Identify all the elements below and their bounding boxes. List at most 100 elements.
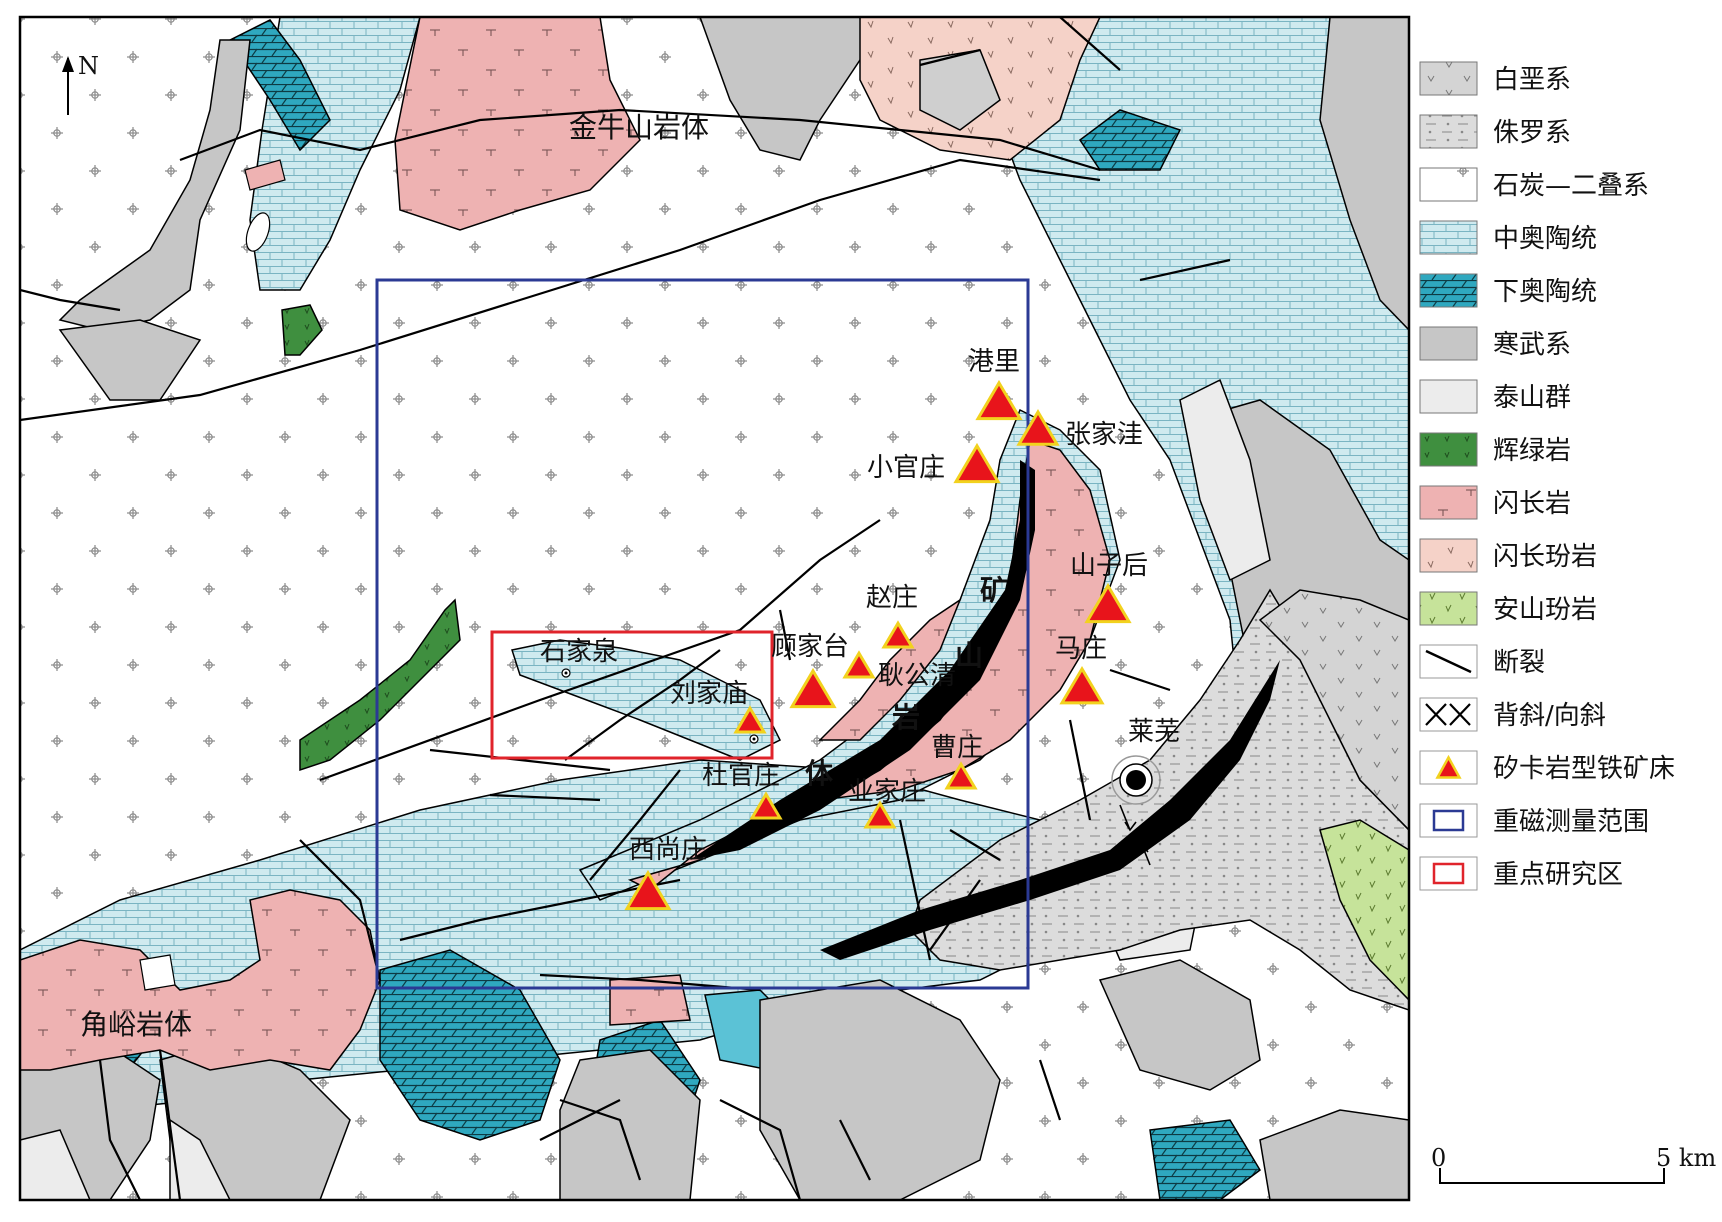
deposit-marker xyxy=(1016,409,1060,446)
deposit-label: 杜官庄 xyxy=(702,761,780,791)
deposit-label: 业家庄 xyxy=(848,777,926,807)
legend-swatch xyxy=(1419,114,1478,149)
legend-label: 石炭—二叠系 xyxy=(1493,171,1649,201)
study-area xyxy=(490,630,774,760)
legend-label: 闪长岩 xyxy=(1493,489,1571,519)
legend-label: 中奥陶统 xyxy=(1493,224,1597,254)
unit-jurassic xyxy=(909,588,1409,1011)
deposit-marker xyxy=(789,667,837,709)
faults xyxy=(20,17,1231,1200)
legend-item: 重点研究区 xyxy=(1419,856,1623,891)
unit-lower-ordovician xyxy=(1149,1119,1261,1200)
intrusion-kuangshan-branch xyxy=(818,598,962,741)
legend-area-box xyxy=(1432,862,1465,885)
deposit-label: 刘家庙 xyxy=(670,679,748,709)
legend-swatch xyxy=(1419,273,1478,308)
legend-swatch xyxy=(1419,856,1478,891)
legend-item: 矽卡岩型铁矿床 xyxy=(1419,750,1675,785)
legend-label: 下奥陶统 xyxy=(1493,277,1597,307)
legend-item: 断裂 xyxy=(1419,644,1545,679)
legend-item: 闪长玢岩 xyxy=(1419,538,1597,573)
legend-swatch xyxy=(1419,697,1478,732)
legend-swatch xyxy=(1419,432,1478,467)
legend-label: 白垩系 xyxy=(1493,65,1571,95)
legend-item: 重磁测量范围 xyxy=(1419,803,1649,838)
legend-item: 背斜/向斜 xyxy=(1419,697,1606,732)
legend-item: 辉绿岩 xyxy=(1419,432,1571,467)
intrusion-jinniushan xyxy=(394,17,641,231)
legend-label: 泰山群 xyxy=(1493,383,1571,413)
legend-swatch xyxy=(1419,326,1478,361)
deposit-label: 曹庄 xyxy=(931,733,983,763)
scale-start: 0 xyxy=(1431,1144,1446,1172)
intrusion-label-kuangshan-4: 体 xyxy=(805,757,834,790)
scale-bar: 0 5 km xyxy=(1431,1144,1716,1184)
legend-label: 重磁测量范围 xyxy=(1493,807,1649,837)
legend-swatch xyxy=(1419,591,1478,626)
unit-lower-ordovician xyxy=(1078,109,1182,171)
legend-item: 中奥陶统 xyxy=(1419,220,1597,255)
legend-label: 寒武系 xyxy=(1493,330,1571,360)
unit-middle-ordovician-shijiaquan xyxy=(511,639,782,761)
legend-label: 闪长玢岩 xyxy=(1493,542,1597,572)
legend-label: 辉绿岩 xyxy=(1493,436,1571,466)
legend-swatch xyxy=(1419,379,1478,414)
map-frame xyxy=(18,15,1411,1202)
legend-label: 安山玢岩 xyxy=(1493,595,1597,625)
legend-swatch xyxy=(1419,167,1478,202)
place-label-laiwu: 莱芜 xyxy=(1128,717,1180,747)
intrusion-label-kuangshan-3: 岩 xyxy=(891,701,920,734)
deposit-marker xyxy=(1084,582,1132,624)
legend-fault-line xyxy=(1425,649,1472,674)
legend-item: 侏罗系 xyxy=(1419,114,1571,149)
deposit-label: 赵庄 xyxy=(866,583,918,613)
unit-small-lens xyxy=(245,212,271,252)
legend: 白垩系侏罗系石炭—二叠系中奥陶统下奥陶统寒武系泰山群辉绿岩闪长岩闪长玢岩安山玢岩… xyxy=(1419,61,1675,891)
legend-item: 寒武系 xyxy=(1419,326,1571,361)
survey-area xyxy=(375,278,1030,990)
legend-label: 侏罗系 xyxy=(1493,118,1571,148)
unit-lower-ordovician xyxy=(228,19,331,152)
unit-inclusion xyxy=(139,954,176,991)
deposit-marker xyxy=(863,800,897,829)
legend-item: 石炭—二叠系 xyxy=(1419,167,1649,202)
legend-swatch xyxy=(1419,803,1478,838)
legend-label: 背斜/向斜 xyxy=(1493,701,1606,731)
legend-label: 断裂 xyxy=(1493,648,1545,678)
legend-label: 矽卡岩型铁矿床 xyxy=(1493,754,1675,784)
legend-deposit-marker xyxy=(1435,754,1462,779)
deposit-marker xyxy=(1059,665,1105,705)
deposit-label: 顾家台 xyxy=(771,632,849,662)
deposit-marker xyxy=(953,442,1001,484)
deposit-label: 西尚庄 xyxy=(629,835,707,865)
orebody-kuangshan xyxy=(690,460,1035,860)
intrusion-label-kuangshan-2: 山 xyxy=(955,639,983,672)
deposit-label: 马庄 xyxy=(1055,634,1107,664)
north-arrow: N xyxy=(62,52,99,115)
deposit-marker xyxy=(733,705,767,734)
unit-cretaceous xyxy=(1258,589,1409,832)
legend-fold-symbol xyxy=(1425,703,1471,726)
legend-swatch xyxy=(1419,220,1478,255)
unit-lower-ordovician xyxy=(379,949,561,1141)
deposit-label: 港里 xyxy=(968,347,1020,377)
north-label: N xyxy=(78,52,99,80)
deposit-marker xyxy=(842,650,876,679)
legend-item: 白垩系 xyxy=(1419,61,1571,96)
deposit-label: 山子后 xyxy=(1070,551,1148,581)
unit-cambrian xyxy=(1098,959,1261,1091)
legend-swatch xyxy=(1419,61,1478,96)
legend-item: 泰山群 xyxy=(1419,379,1571,414)
unit-cambrian xyxy=(1319,17,1409,332)
city-laiwu-symbol xyxy=(1111,755,1161,805)
unit-andesite-porphyrite xyxy=(1319,819,1409,1002)
unit-taishan xyxy=(20,1129,91,1200)
legend-item: 下奥陶统 xyxy=(1419,273,1597,308)
unit-cambrian xyxy=(58,319,202,401)
intrusion-label-jiaoyu: 角峪岩体 xyxy=(80,1008,192,1041)
deposit-label: 张家洼 xyxy=(1065,420,1143,450)
intrusion-label-kuangshan-1: 矿 xyxy=(980,574,1008,607)
